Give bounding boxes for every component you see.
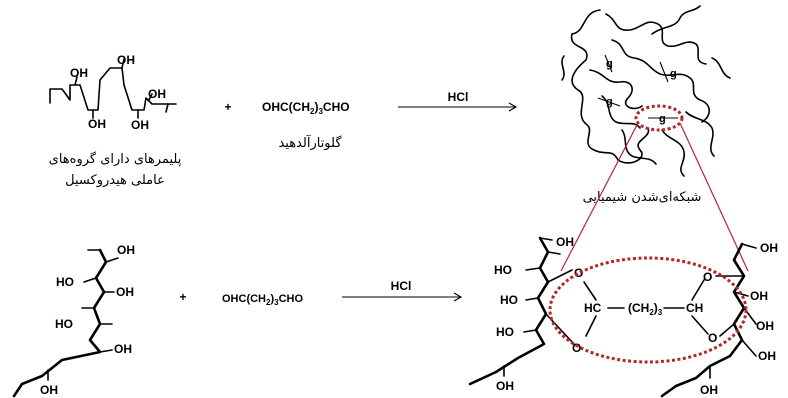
- oh-label: OH: [496, 379, 514, 393]
- oh-label: OH: [760, 241, 778, 255]
- ho-label: HO: [496, 325, 514, 339]
- oh-label: OH: [117, 53, 135, 67]
- glutaraldehyde-label: گلوتارآلدهید: [278, 134, 342, 151]
- ch-label: CH: [686, 301, 703, 315]
- ho-label: HO: [500, 293, 518, 307]
- acetal-product: OH HO HO HO OH O O HC (CH2)3 CH O O OH O…: [468, 235, 778, 398]
- crosslinked-network: g g g g شبکه‌ای‌شدن شیمیایی: [561, 5, 731, 205]
- crosslink-highlight: [634, 104, 684, 132]
- zoom-line: [560, 122, 639, 272]
- methylene-bridge-label: (CH2)3: [628, 301, 663, 317]
- reaction-arrow-top: HCl: [398, 90, 518, 112]
- polymer-caption-line1: پلیمرهای دارای گروه‌های: [49, 151, 182, 167]
- oxygen-label: O: [703, 270, 712, 284]
- catalyst-label: HCl: [448, 90, 469, 104]
- polymer-caption-line2: عاملی هیدروکسیل: [65, 173, 165, 188]
- oh-label: OH: [40, 383, 58, 397]
- oh-label: OH: [116, 285, 134, 299]
- oxygen-label: O: [574, 266, 583, 280]
- ho-label: HO: [494, 263, 512, 277]
- oxygen-label: O: [708, 331, 717, 345]
- hydroxyl-polymer-bottom: OH HO OH HO OH OH: [12, 243, 135, 398]
- oxygen-label: O: [572, 341, 581, 355]
- crosslink-mark: g: [606, 96, 613, 108]
- zoom-line: [679, 122, 749, 272]
- hydroxyl-polymer-top: OH OH OH OH OH پلیمرهای دارای گروه‌های ع…: [49, 53, 182, 188]
- glutaraldehyde-formula-bottom: OHC(CH2)3CHO: [222, 293, 303, 307]
- oh-label: OH: [700, 383, 718, 397]
- oh-label: OH: [114, 342, 132, 356]
- ho-label: HO: [55, 317, 73, 331]
- reaction-arrow-bottom: HCl: [342, 279, 463, 302]
- plus-sign: +: [179, 290, 186, 304]
- glutaraldehyde-formula-top: OHC(CH2)3CHO گلوتارآلدهید: [262, 100, 350, 151]
- network-caption: شبکه‌ای‌شدن شیمیایی: [583, 190, 702, 205]
- acetal-highlight: [548, 256, 748, 364]
- oh-label: OH: [750, 289, 768, 303]
- catalyst-label: HCl: [391, 279, 412, 293]
- oh-label: OH: [117, 243, 135, 257]
- crosslink-mark: g: [659, 113, 666, 125]
- oh-label: OH: [88, 117, 106, 131]
- oh-label: OH: [556, 235, 574, 249]
- oh-label: OH: [131, 118, 149, 132]
- oh-label: OH: [148, 87, 166, 101]
- svg-text:OHC(CH2)3CHO: OHC(CH2)3CHO: [262, 100, 350, 116]
- ho-label: HO: [56, 275, 74, 289]
- plus-sign: +: [224, 100, 231, 114]
- oh-label: OH: [756, 319, 774, 333]
- crosslink-mark: g: [670, 68, 677, 80]
- hc-label: HC: [584, 301, 602, 315]
- crosslink-mark: g: [606, 58, 613, 70]
- oh-label: OH: [70, 66, 88, 80]
- oh-label: OH: [758, 349, 776, 363]
